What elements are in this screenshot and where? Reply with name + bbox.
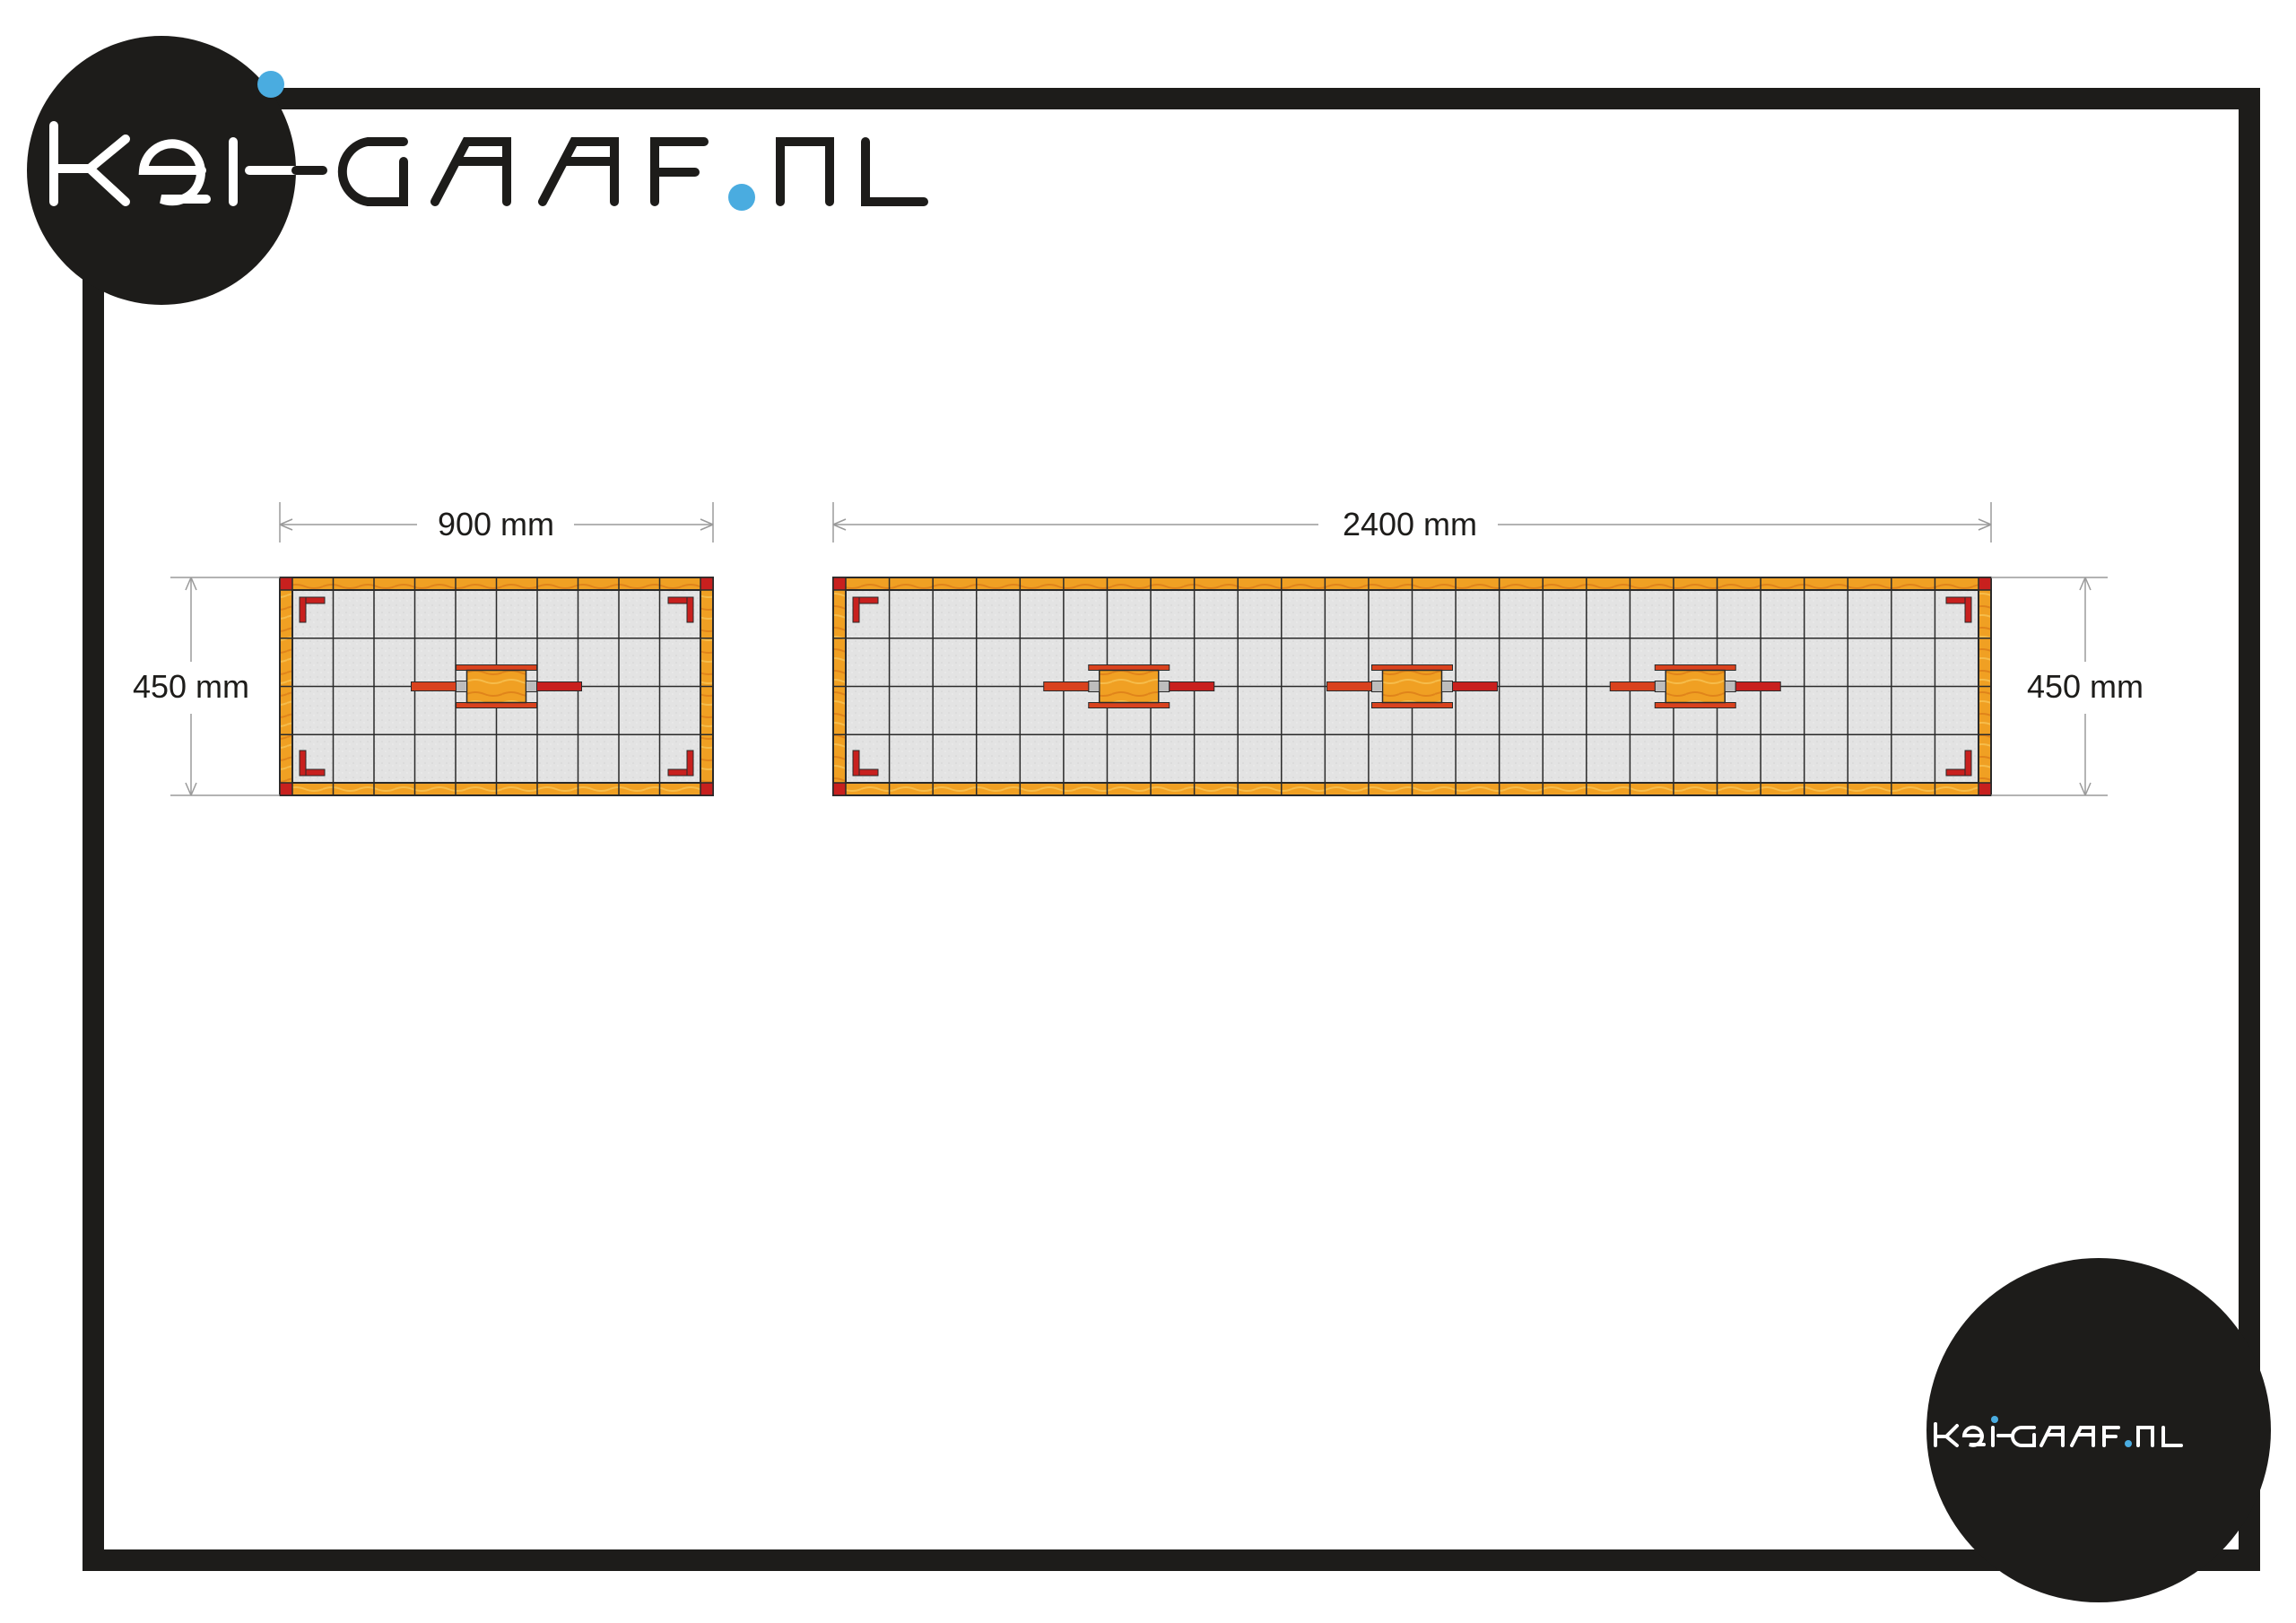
- brand-logo-bottom: [1926, 1258, 2271, 1602]
- width-label-large: 2400 mm: [1343, 506, 1477, 542]
- centerpiece: [1043, 664, 1215, 708]
- logo-period-dot-icon: [728, 184, 755, 211]
- panel-900mm: [279, 577, 714, 796]
- badge-period-dot-icon: [2125, 1440, 2132, 1447]
- corner-bracket: [1964, 596, 1972, 623]
- brand-logo-top: [27, 36, 928, 305]
- height-label-large: 450 mm: [2027, 668, 2144, 705]
- logo-dot-icon: [257, 71, 284, 98]
- corner-square: [1978, 782, 1992, 796]
- corner-bracket: [299, 596, 307, 623]
- dimension-width-small: [279, 502, 714, 542]
- dimension-height-large: [1991, 577, 2108, 796]
- height-label-small: 450 mm: [133, 668, 249, 705]
- corner-square: [700, 577, 714, 591]
- corner-bracket: [852, 750, 860, 777]
- badge-wordmark: [1934, 1422, 2183, 1447]
- centerpiece: [1326, 664, 1498, 708]
- corner-bracket: [686, 596, 694, 623]
- corner-square: [832, 782, 847, 796]
- width-label-small: 900 mm: [438, 506, 554, 542]
- badge-dot-icon: [1991, 1416, 1998, 1423]
- corner-square: [832, 577, 847, 591]
- centerpiece: [1609, 664, 1781, 708]
- corner-bracket: [299, 750, 307, 777]
- page-frame: [83, 88, 2260, 1571]
- corner-bracket: [1964, 750, 1972, 777]
- corner-square: [700, 782, 714, 796]
- corner-bracket: [852, 596, 860, 623]
- dimension-height-small: [170, 577, 280, 796]
- logo-wordmark: [49, 121, 928, 206]
- corner-square: [279, 577, 293, 591]
- centerpiece: [411, 664, 582, 708]
- corner-square: [1978, 577, 1992, 591]
- corner-bracket: [686, 750, 694, 777]
- corner-square: [279, 782, 293, 796]
- panel-2400mm: [832, 577, 1992, 796]
- dimension-width-large: [832, 502, 1992, 542]
